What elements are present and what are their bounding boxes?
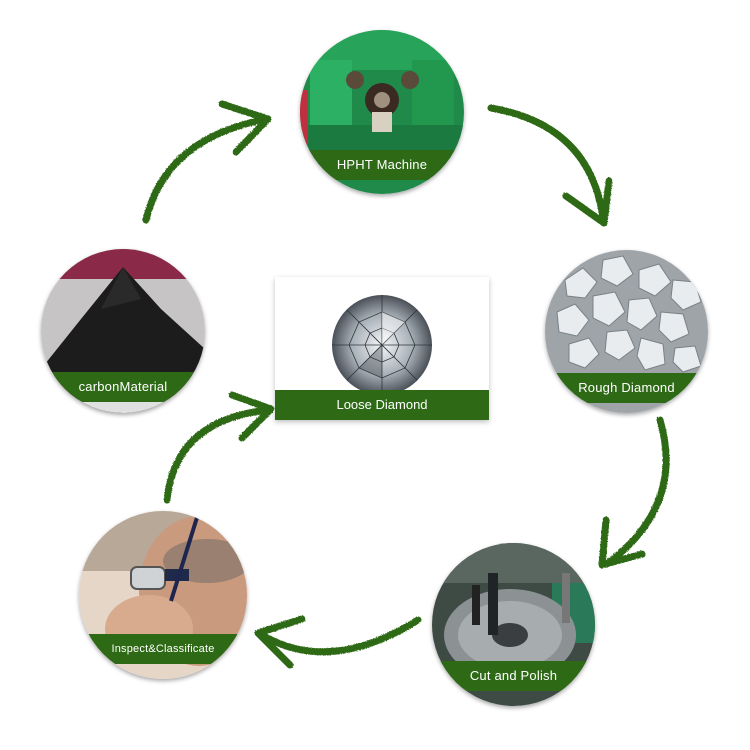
step-label: carbonMaterial: [41, 372, 205, 402]
step-label: Rough Diamond: [545, 373, 708, 403]
center-label: Loose Diamond: [275, 390, 489, 420]
step-carbon-material: carbonMaterial: [41, 249, 205, 413]
arrow-carbon-to-hpht: [142, 100, 272, 224]
step-cut-and-polish: Cut and Polish: [432, 543, 595, 706]
step-hpht-machine: HPHT Machine: [300, 30, 464, 194]
step-rough-diamond: Rough Diamond: [545, 250, 708, 413]
brilliant-cut-diamond-image: [332, 295, 432, 395]
step-inspect-classificate: Inspect&Classificate: [79, 511, 247, 679]
step-label: Inspect&Classificate: [79, 634, 247, 664]
arrow-cut-to-inspect: [254, 615, 422, 669]
step-label: Cut and Polish: [432, 661, 595, 691]
man-with-loupe-image: [79, 511, 247, 679]
polishing-wheel-image: [432, 543, 595, 706]
arrow-hpht-to-rough: [487, 104, 613, 227]
center-loose-diamond-card: Loose Diamond: [275, 277, 489, 420]
arrow-rough-to-cut: [598, 416, 670, 569]
step-label: HPHT Machine: [300, 150, 464, 180]
